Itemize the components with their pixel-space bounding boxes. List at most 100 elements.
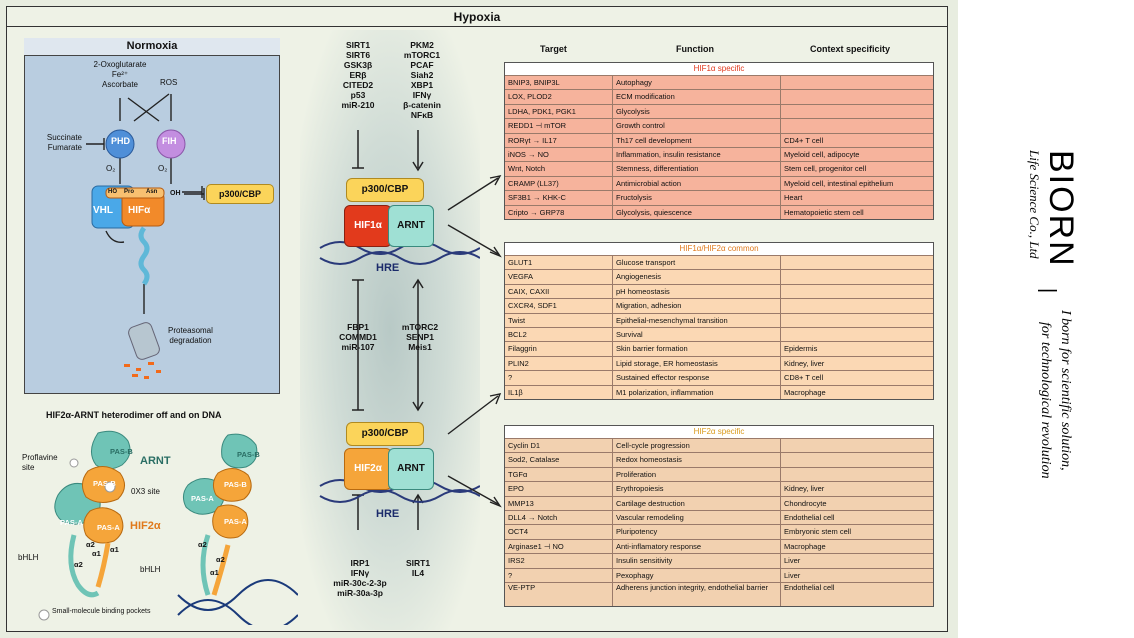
context-cell: Myeloid cell, intestinal epithelium bbox=[784, 178, 894, 188]
target-cell: DLL4 → Notch bbox=[505, 510, 613, 525]
helix-alpha1-c: α1 bbox=[210, 568, 219, 577]
target-cell: Sod2, Catalase bbox=[505, 453, 613, 467]
function-cell: Erythropoiesis bbox=[613, 482, 781, 496]
degraded-fragments bbox=[124, 362, 161, 379]
context-cell: CD8+ T cell bbox=[784, 373, 824, 383]
reg-siah2: Siah2 bbox=[410, 70, 434, 80]
ox3-site-label: 0X3 site bbox=[131, 487, 160, 496]
proflavine-label: Proflavine site bbox=[22, 453, 58, 473]
function-cell: Glucose transport bbox=[613, 256, 781, 270]
bottom-right-regulators: SIRT1 IL4 bbox=[396, 558, 440, 578]
pro-label: Pro bbox=[124, 189, 135, 195]
reg-sirt1: SIRT1 bbox=[345, 40, 371, 50]
bottom-left-regulators: IRP1 IFNγ miR-30c-2-3p miR-30a-3p bbox=[322, 558, 398, 598]
helix-alpha1-a: α1 bbox=[92, 549, 101, 558]
arnt-block-2: ARNT bbox=[388, 448, 434, 490]
context-cell: Endothelial cell bbox=[784, 512, 835, 522]
hif2a-pas-a-left bbox=[83, 507, 124, 544]
function-cell: Fructolysis bbox=[613, 191, 781, 205]
function-cell: Migration, adhesion bbox=[613, 299, 781, 313]
target-cell: Filaggrin bbox=[505, 342, 613, 356]
function-cell: Skin barrier formation bbox=[613, 342, 781, 356]
function-cell: ECM modification bbox=[613, 90, 781, 104]
hif2a-helix-right bbox=[211, 544, 231, 596]
target-cell: PLIN2 bbox=[505, 356, 613, 371]
normoxia-title: Normoxia bbox=[24, 38, 280, 56]
degradation-line2: degradation bbox=[169, 336, 212, 345]
context-cell bbox=[781, 90, 933, 103]
proflavine-pocket bbox=[69, 458, 79, 468]
ubiquitin-chain bbox=[138, 226, 150, 286]
target-cell: CXCR4, SDF1 bbox=[505, 299, 613, 313]
o2-label-phd: O₂ bbox=[106, 164, 116, 173]
brand-name: BIORN bbox=[1042, 150, 1080, 268]
reg-mir30a: miR-30a-3p bbox=[337, 588, 383, 598]
context-cell: Epidermis bbox=[784, 344, 818, 354]
reg-bcatenin: β-catenin bbox=[403, 100, 441, 110]
context-cell: Liver bbox=[784, 556, 801, 566]
target-cell: RORγt → IL17 bbox=[505, 133, 613, 147]
context-cell bbox=[781, 105, 933, 118]
context-cell: Liver bbox=[784, 570, 801, 580]
pocket-legend-label: Small-molecule binding pockets bbox=[52, 608, 151, 615]
p300-complex2: p300/CBP bbox=[346, 422, 424, 446]
context-cell bbox=[781, 119, 933, 132]
proflavine-line1: Proflavine bbox=[22, 453, 58, 462]
brand-block: BIORN Life Science Co., Ltd | I born for… bbox=[1027, 150, 1080, 479]
target-cell: Cyclin D1 bbox=[505, 439, 613, 453]
brand-sub: Life Science Co., Ltd bbox=[1027, 150, 1042, 259]
reg-nfkb: NFκB bbox=[410, 110, 434, 120]
context-cell: Macrophage bbox=[784, 541, 826, 551]
hydroxyl-bar bbox=[105, 187, 165, 199]
reg-commd1: COMMD1 bbox=[339, 332, 377, 342]
target-cell: BNIP3, BNIP3L bbox=[505, 76, 613, 90]
dna-helix bbox=[177, 579, 298, 625]
context-cell: Embryonic stem cell bbox=[784, 527, 852, 537]
top-left-regulators: SIRT1 SIRT6 GSK3β ERβ CITED2 p53 miR-210 bbox=[328, 40, 388, 110]
hif1a-block: HIF1α bbox=[344, 205, 392, 247]
target-cell: Wnt, Notch bbox=[505, 162, 613, 176]
function-cell: Pluripotency bbox=[613, 525, 781, 539]
hif2a-block: HIF2α bbox=[344, 448, 392, 490]
pas-a-arnt-right-label: PAS-A bbox=[191, 494, 214, 503]
target-cell: Twist bbox=[505, 313, 613, 327]
arnt-structure-label: ARNT bbox=[140, 455, 171, 467]
p300-complex1: p300/CBP bbox=[346, 178, 424, 202]
target-cell: EPO bbox=[505, 482, 613, 496]
reg-sirt1-2: SIRT1 bbox=[405, 558, 431, 568]
reg-xbp1: XBP1 bbox=[410, 80, 434, 90]
bhlh-right-label: bHLH bbox=[140, 565, 161, 574]
function-cell: Angiogenesis bbox=[613, 270, 781, 284]
target-cell: Arginase1 ⊣ NO bbox=[505, 539, 613, 554]
fih-label: FIH bbox=[162, 136, 177, 146]
reg-mir107: miR-107 bbox=[341, 342, 375, 352]
context-cell: CD4+ T cell bbox=[784, 135, 824, 145]
reg-meis1: Meis1 bbox=[408, 342, 432, 352]
reg-ifng-2: IFNγ bbox=[350, 568, 370, 578]
complex-to-table-arrows bbox=[447, 175, 502, 508]
reg-mtorc1: mTORC1 bbox=[403, 50, 441, 60]
legend-pocket bbox=[38, 609, 50, 621]
hif2-specific-title: HIF2α specific bbox=[693, 427, 745, 436]
function-cell: Anti-inflamatory response bbox=[613, 539, 781, 554]
col-header-target: Target bbox=[540, 44, 567, 54]
degradation-label: Proteasomal degradation bbox=[168, 326, 213, 346]
function-cell: Proliferation bbox=[613, 467, 781, 482]
o2-label-fih: O₂ bbox=[158, 164, 168, 173]
inhibitor-list: Succinate Fumarate bbox=[32, 133, 82, 153]
helix-alpha2-d: α2 bbox=[216, 555, 225, 564]
phd-node bbox=[105, 129, 135, 159]
